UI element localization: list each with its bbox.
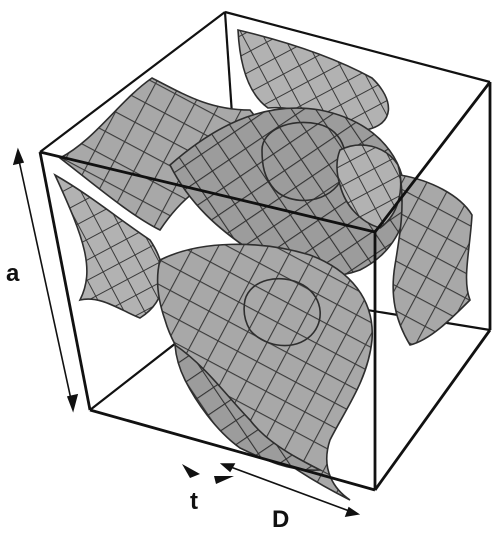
- dimension-arrow-a: [12, 147, 79, 413]
- cube-front-edges: [38, 81, 492, 492]
- surface-lobe-right-inner: [336, 144, 402, 229]
- dimension-arrow-d: [219, 463, 361, 518]
- dimension-label-d: D: [272, 506, 290, 533]
- dimension-label-t: t: [190, 488, 198, 515]
- surface-band-lower: [156, 243, 373, 501]
- dimension-label-a: a: [6, 260, 20, 287]
- thickness-marker-t: [182, 464, 234, 484]
- surface-lobe-right: [392, 174, 473, 346]
- gyroid-surface: [53, 28, 473, 501]
- surface-lobe-left: [53, 173, 164, 319]
